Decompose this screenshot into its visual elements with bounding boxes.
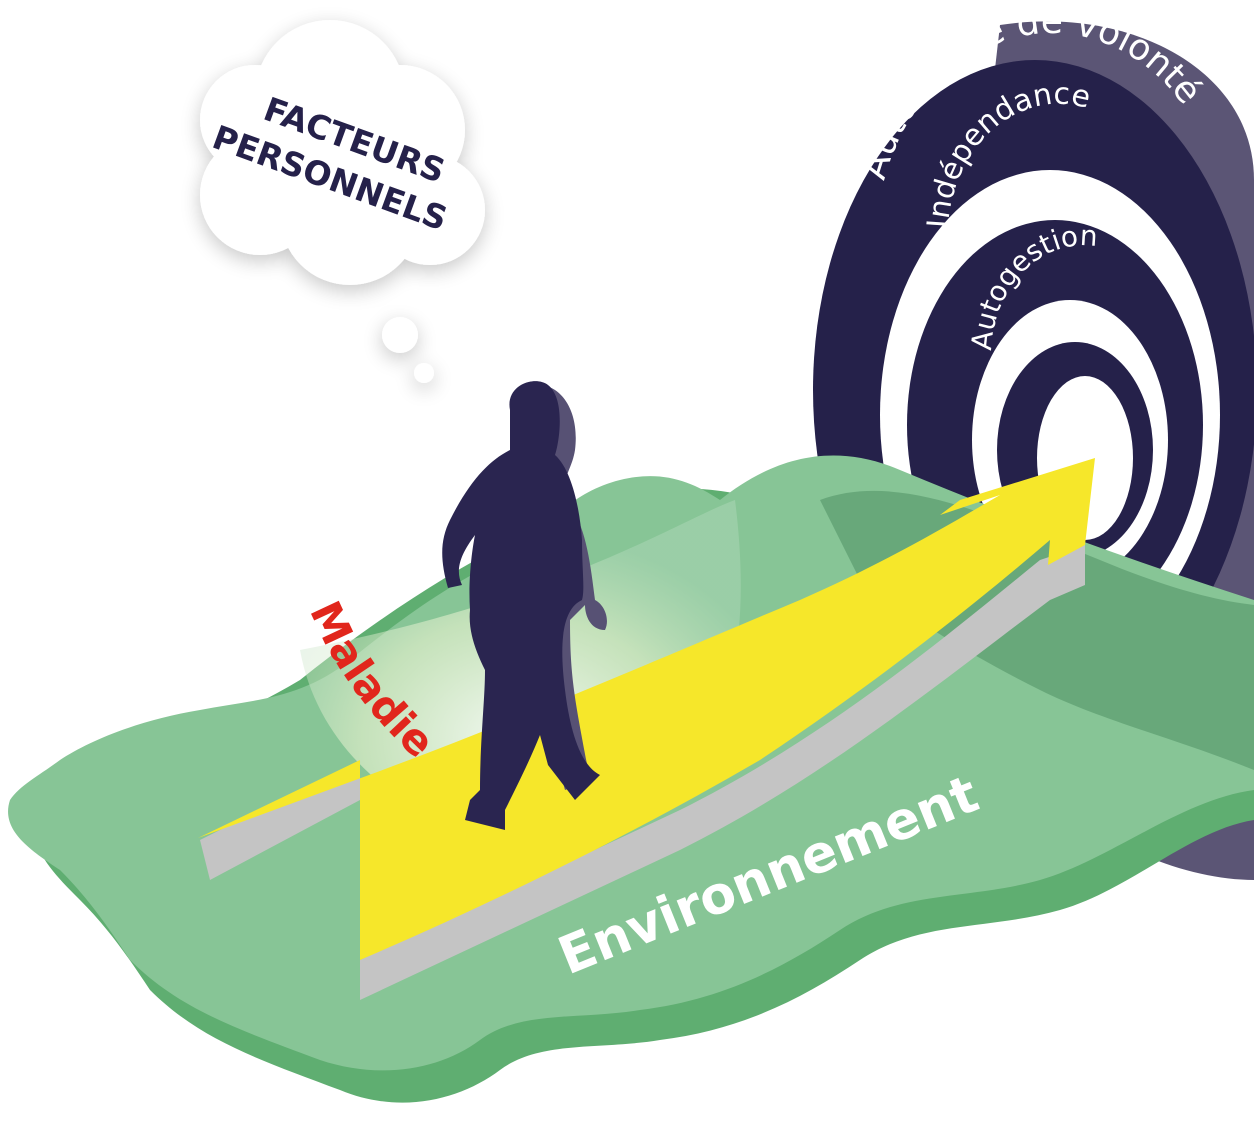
arrow-body	[198, 458, 1095, 960]
progress-arrow	[198, 458, 1095, 1000]
thought-dot-small	[414, 363, 434, 383]
thought-dot-large	[382, 317, 418, 353]
person-silhouette	[442, 381, 607, 830]
thought-bubble	[200, 20, 485, 383]
